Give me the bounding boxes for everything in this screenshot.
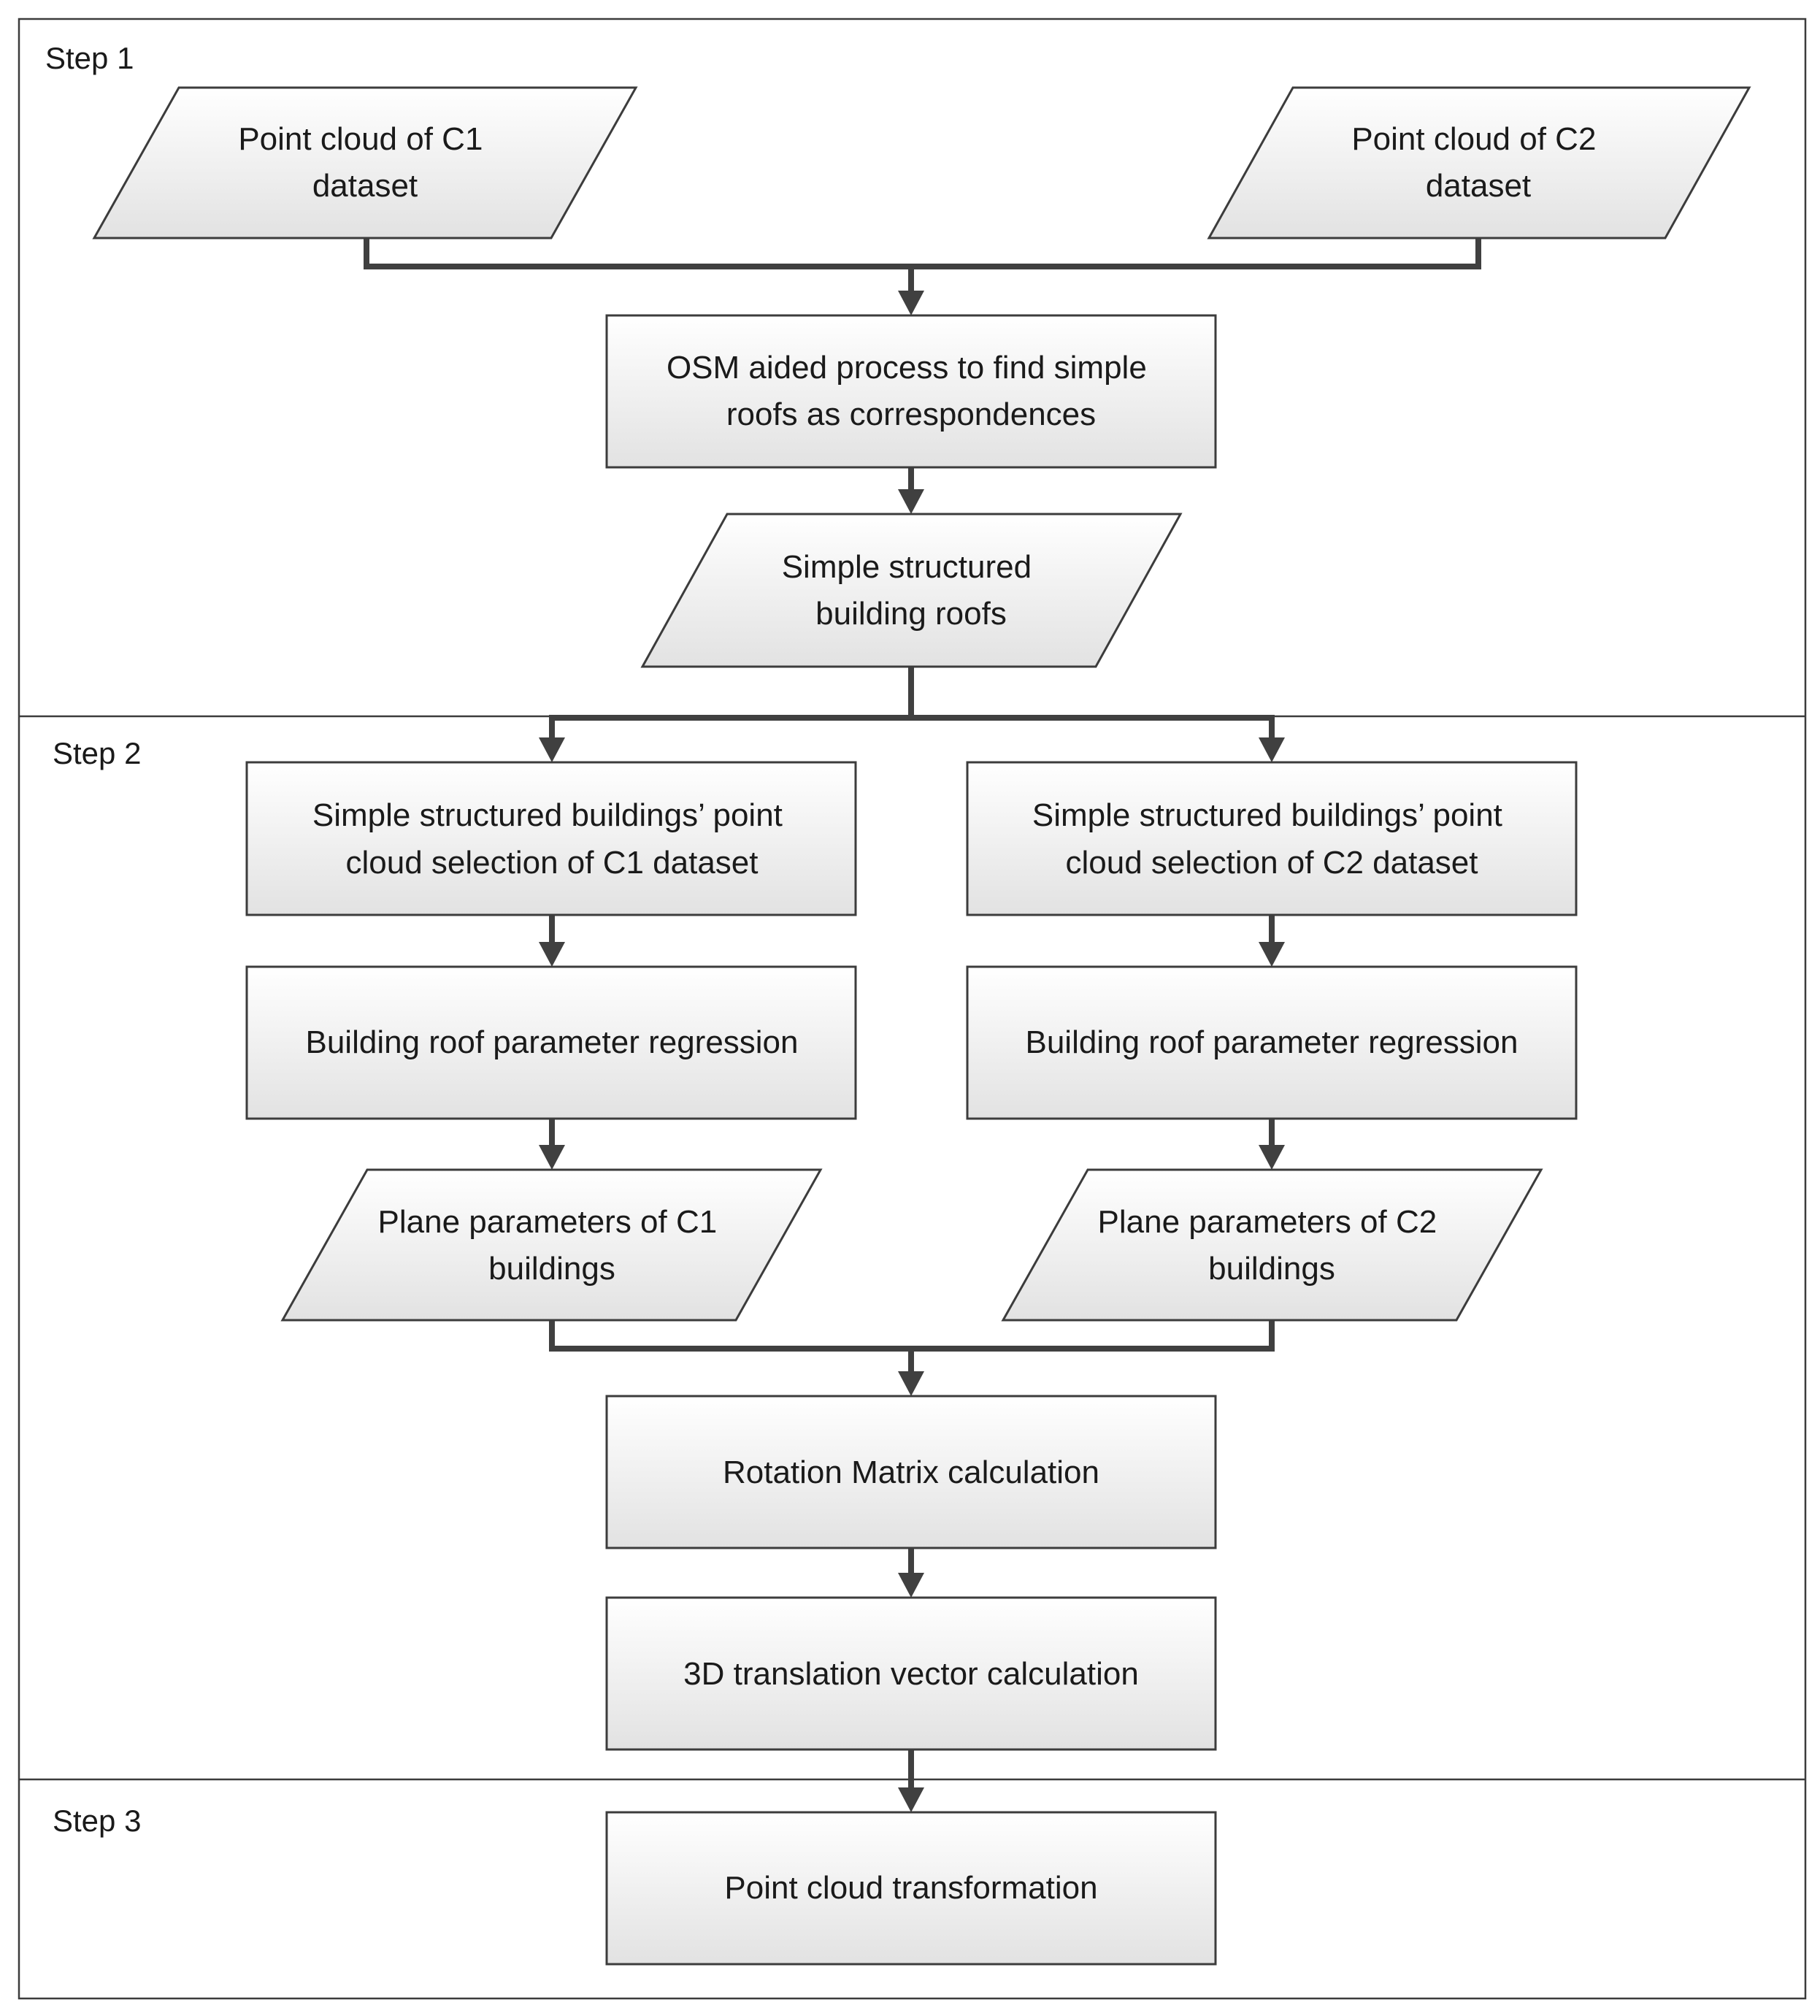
node-translation-line-1: 3D translation vector calculation	[683, 1656, 1139, 1692]
arrowhead-to-c2-regression	[1259, 942, 1285, 967]
node-c1-cloud-line-1: Point cloud of C1	[238, 121, 483, 157]
node-c1-regression-shape	[245, 965, 857, 1120]
node-c1-selection-line-2: cloud selection of C1 dataset	[345, 845, 758, 881]
node-c2-regression: Building roof parameter regression	[966, 965, 1578, 1120]
arrowhead-to-c1-plane	[539, 1145, 565, 1170]
arrowhead-to-c1-selection	[539, 737, 565, 762]
node-c1-regression-line-1: Building roof parameter regression	[305, 1024, 798, 1060]
arrowhead-to-c2-selection	[1259, 737, 1285, 762]
svg-text:Simple structured buildings’ p: Simple structured buildings’ point cloud…	[1032, 797, 1511, 881]
node-c2-regression-shape	[966, 965, 1578, 1120]
svg-text:Plane parameters of C1 b: Plane parameters of C1 buildings	[378, 1204, 726, 1287]
node-c1-cloud: Point cloud of C1 dataset	[92, 86, 638, 239]
node-osm-process: OSM aided process to find simple roofs a…	[605, 314, 1217, 469]
node-c2-selection-shape	[966, 761, 1578, 916]
node-simple-roofs-shape	[640, 513, 1183, 668]
node-c2-selection: Simple structured buildings’ point cloud…	[966, 761, 1578, 916]
node-transform-line-1: Point cloud transformation	[724, 1870, 1097, 1906]
svg-text:Simple structured buildings’ p: Simple structured buildings’ point cloud…	[312, 797, 791, 881]
node-c2-plane-line-2: buildings	[1208, 1251, 1335, 1287]
connectors	[364, 238, 1481, 1812]
arrowhead-to-transform	[898, 1787, 924, 1812]
svg-text:Point cloud of C2 datase: Point cloud of C2 dataset	[1351, 121, 1605, 204]
arrowhead-to-c2-plane	[1259, 1145, 1285, 1170]
node-simple-roofs-line-1: Simple structured	[782, 549, 1032, 585]
node-c2-cloud-line-2: dataset	[1426, 168, 1531, 204]
node-rotation: Rotation Matrix calculation	[605, 1395, 1217, 1549]
node-transform: Point cloud transformation	[605, 1811, 1217, 1966]
node-translation: 3D translation vector calculation	[605, 1596, 1217, 1751]
node-c2-cloud-line-1: Point cloud of C2	[1351, 121, 1596, 157]
svg-text:Point cloud of C1 datase: Point cloud of C1 dataset	[238, 121, 491, 204]
node-c1-plane-shape	[280, 1168, 823, 1322]
node-c2-selection-line-1: Simple structured buildings’ point	[1032, 797, 1502, 833]
node-rotation-line-1: Rotation Matrix calculation	[723, 1454, 1099, 1490]
node-translation-shape	[605, 1596, 1217, 1751]
outer-frame	[18, 18, 1807, 2000]
step-3-label: Step 3	[53, 1804, 141, 1838]
node-osm-process-line-2: roofs as correspondences	[726, 396, 1096, 432]
node-simple-roofs-line-2: building roofs	[815, 596, 1007, 632]
arrowhead-to-roofs	[898, 489, 924, 514]
node-osm-process-line-1: OSM aided process to find simple	[667, 350, 1147, 386]
node-c2-plane-line-1: Plane parameters of C2	[1098, 1204, 1437, 1240]
step-2-label: Step 2	[53, 736, 141, 770]
arrowhead-to-osm	[898, 291, 924, 315]
connector-roofs-split	[549, 715, 1275, 737]
node-transform-shape	[605, 1811, 1217, 1966]
node-osm-process-shape	[605, 314, 1217, 469]
arrowhead-to-rotation	[898, 1371, 924, 1396]
node-c1-plane-line-1: Plane parameters of C1	[378, 1204, 718, 1240]
node-c1-regression: Building roof parameter regression	[245, 965, 857, 1120]
node-c2-regression-line-1: Building roof parameter regression	[1025, 1024, 1518, 1060]
node-simple-roofs: Simple structured building roofs	[640, 513, 1183, 668]
node-c1-plane: Plane parameters of C1 buildings	[280, 1168, 823, 1322]
node-c2-plane-shape	[1001, 1168, 1543, 1322]
node-c1-selection-shape	[245, 761, 857, 916]
arrowhead-to-translation	[898, 1573, 924, 1598]
node-rotation-shape	[605, 1395, 1217, 1549]
node-c1-cloud-shape	[92, 86, 638, 239]
connector-planes-merge	[549, 1320, 1275, 1352]
node-c2-selection-line-2: cloud selection of C2 dataset	[1065, 845, 1478, 881]
connector-clouds-merge	[364, 238, 1481, 269]
node-c1-plane-line-2: buildings	[488, 1251, 615, 1287]
node-c1-cloud-line-2: dataset	[312, 168, 418, 204]
node-c2-cloud-shape	[1207, 86, 1751, 239]
node-c2-cloud: Point cloud of C2 dataset	[1207, 86, 1751, 239]
node-c1-selection-line-1: Simple structured buildings’ point	[312, 797, 783, 833]
arrowhead-to-c1-regression	[539, 942, 565, 967]
step-1-label: Step 1	[45, 41, 134, 75]
svg-text:OSM aided process to find simp: OSM aided process to find simple roofs a…	[667, 350, 1156, 432]
node-c1-selection: Simple structured buildings’ point cloud…	[245, 761, 857, 916]
svg-text:Plane parameters of C2 b: Plane parameters of C2 buildings	[1098, 1204, 1446, 1287]
svg-text:Simple structured buildi: Simple structured building roofs	[782, 549, 1041, 632]
node-c2-plane: Plane parameters of C2 buildings	[1001, 1168, 1543, 1322]
